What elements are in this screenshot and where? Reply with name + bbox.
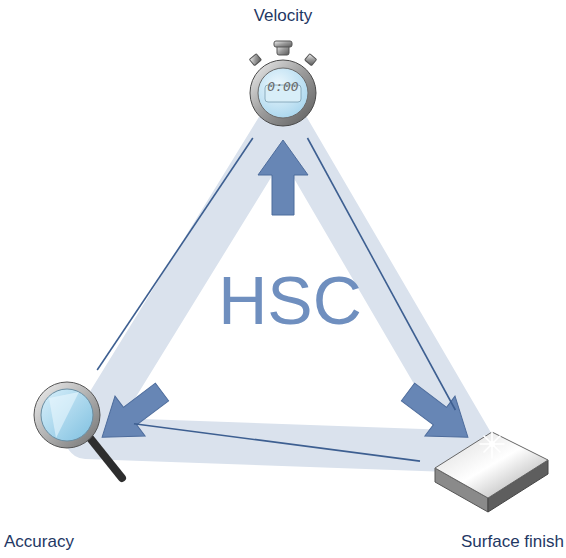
block-arrow [87, 372, 177, 457]
block-arrow [258, 140, 308, 215]
velocity-node: Velocity [233, 6, 333, 138]
triangle-side [134, 424, 420, 461]
node-label: Velocity [233, 6, 333, 26]
triangle-side [97, 138, 253, 370]
accuracy-node: Accuracy [4, 370, 134, 554]
center-title: HSC [218, 265, 362, 335]
block-arrow [393, 372, 483, 457]
node-label: Accuracy [4, 532, 134, 552]
plate-icon [420, 410, 564, 520]
surface-finish-node: Surface finish [420, 410, 564, 554]
stopwatch-display: 0:00 [267, 80, 298, 94]
magnifier-icon [4, 370, 134, 510]
node-label: Surface finish [420, 532, 564, 552]
